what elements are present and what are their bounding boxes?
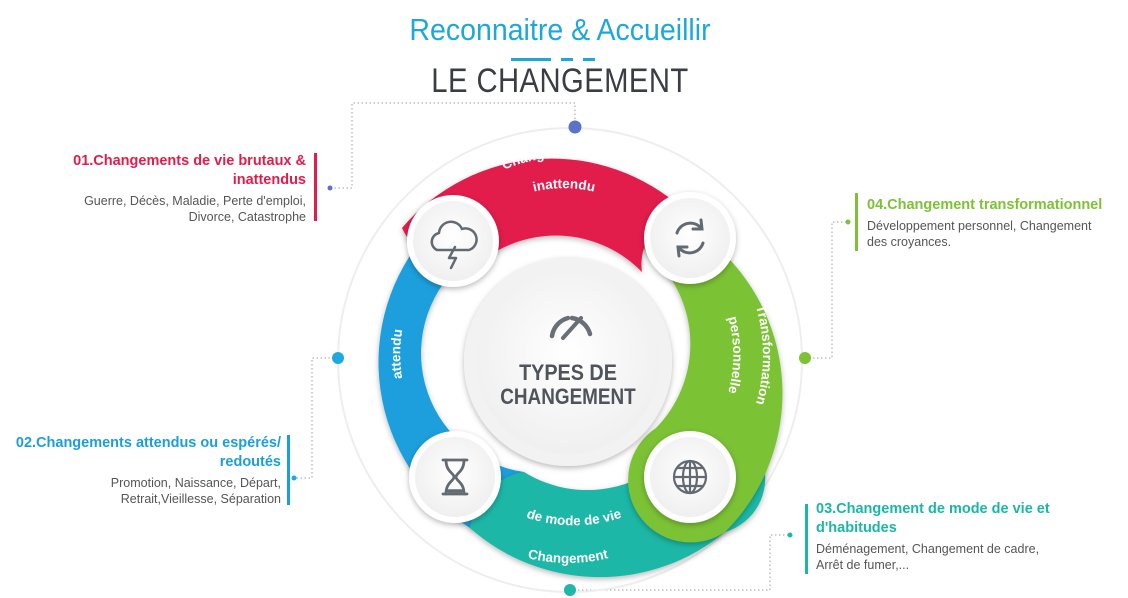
callout-02-desc-line2: Retrait,Vieillesse, Séparation (120, 492, 281, 506)
callout-02-desc-line1: Promotion, Naissance, Départ, (110, 476, 281, 490)
connector-lines (294, 102, 848, 591)
callout-02-title-line1: 02.Changements attendus ou espérés/ (15, 435, 281, 451)
center-circle: TYPES DE CHANGEMENT (464, 258, 672, 466)
callout-01-title-line2: inattendus (232, 172, 306, 188)
callout-03-desc-line1: Déménagement, Changement de cadre, (816, 542, 1040, 556)
icon-circle-storm (407, 195, 499, 287)
hourglass-icon (441, 458, 469, 496)
callout-03: 03.Changement de mode de vie et d'habitu… (816, 500, 1116, 573)
callout-01-title-line1: 01.Changements de vie brutaux & (73, 153, 306, 169)
connector-dot-top (568, 120, 582, 134)
callout-04-title-line1: 04.Changement transformationnel (867, 197, 1103, 213)
callout-02: 02.Changements attendus ou espérés/ redo… (0, 434, 281, 507)
connector-dot-right (799, 352, 811, 364)
refresh-icon (675, 218, 705, 258)
callout-01: 01.Changements de vie brutaux & inattend… (6, 152, 306, 225)
icon-circle-hourglass (409, 431, 501, 523)
callout-03-accent-bar (805, 504, 808, 574)
callout-03-desc-line2: Arrêt de fumer,... (816, 558, 910, 572)
icon-circle-globe (644, 431, 736, 523)
callout-03-title-line1: 03.Changement de mode de vie et (816, 501, 1050, 517)
icon-circle-refresh (644, 192, 736, 284)
callout-04: 04.Changement transformationnel Développ… (867, 196, 1125, 250)
segment-blue (378, 232, 524, 528)
title-underline (511, 58, 551, 61)
page-title-line1: Reconnaitre & Accueillir (409, 12, 711, 47)
callout-02-title-line2: redoutés (219, 454, 281, 470)
title-underline-dash (561, 58, 573, 61)
globe-icon (672, 459, 708, 495)
callout-04-desc-line1: Développement personnel, Changement (867, 219, 1092, 233)
connector-dot-left (332, 352, 344, 364)
callout3-dot (787, 532, 793, 538)
callout4-dot (845, 219, 851, 225)
segment-teal-label-line2: de mode de vie (525, 506, 623, 529)
callout-04-desc-line2: des croyances. (867, 235, 952, 249)
segment-teal-label-line1: Changement (527, 546, 610, 566)
connector-dot-bottom (564, 584, 576, 596)
callout-02-accent-bar (287, 435, 290, 505)
callout2-dot (291, 475, 297, 481)
callout-01-desc-line2: Divorce, Catastrophe (188, 210, 306, 224)
callout-03-title-line2: d'habitudes (816, 520, 897, 536)
page-title-line2: LE CHANGEMENT (431, 62, 689, 100)
segment-blue-label-line1: Evénement majeur (347, 300, 372, 426)
callout-04-accent-bar (855, 193, 858, 251)
segment-red-label-line2: inattendu (531, 176, 596, 195)
gauge-icon (549, 315, 593, 340)
segment-green-label-line2: personnelle (725, 315, 745, 396)
callout-01-desc-line1: Guerre, Décès, Maladie, Perte d'emploi, (84, 194, 306, 208)
center-title-line2: CHANGEMENT (500, 385, 636, 410)
callout1-dot (327, 185, 333, 191)
center-title-line1: TYPES DE (519, 361, 617, 385)
storm-cloud-icon (430, 220, 478, 270)
title-underline-dash (583, 58, 595, 61)
segment-green-label-line1: Transformation (753, 303, 775, 406)
callout-01-accent-bar (314, 153, 317, 221)
